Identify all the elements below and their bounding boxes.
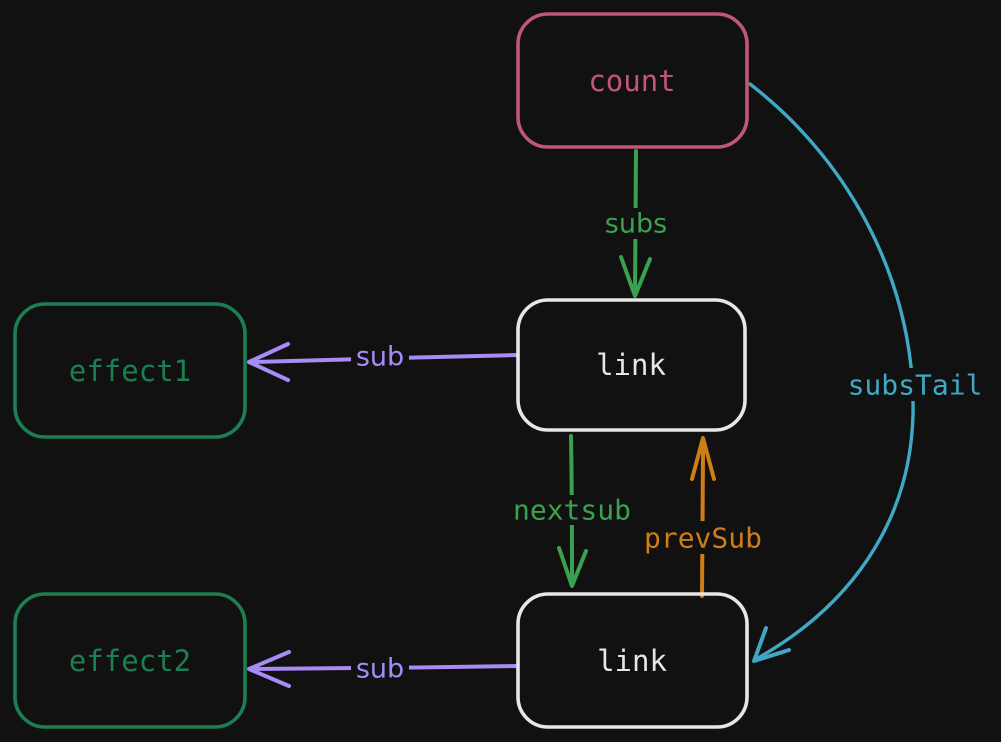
node-label: count <box>588 64 675 98</box>
edge-line <box>700 439 705 598</box>
node-box <box>13 592 247 729</box>
edge-nextsub[interactable]: nextsub <box>507 434 637 588</box>
node-box <box>516 592 749 729</box>
edge-label: sub <box>356 654 404 685</box>
edge-label: nextsub <box>513 494 631 527</box>
node-effect1[interactable]: effect1 <box>13 302 247 439</box>
edge-label-bg <box>843 368 988 401</box>
edge-label-bg <box>507 495 637 525</box>
node-label: link <box>597 644 667 678</box>
edge-label: subsTail <box>848 369 983 402</box>
node-link-top[interactable]: link <box>516 298 747 432</box>
edge-label-bg <box>351 654 409 683</box>
edge-line <box>748 82 915 660</box>
edge-subs[interactable]: subs <box>598 149 674 298</box>
node-count[interactable]: count <box>516 12 749 149</box>
edge-label: prevSub <box>644 522 762 555</box>
edge-sub-link2-effect2[interactable]: sub <box>247 650 519 688</box>
edge-label: sub <box>356 342 404 373</box>
node-link-bottom[interactable]: link <box>516 592 749 729</box>
arrowhead-left-icon <box>247 342 290 382</box>
arrowhead-left-icon <box>247 650 291 688</box>
edge-prevsub[interactable]: prevSub <box>638 436 768 598</box>
node-label: link <box>596 348 666 382</box>
edge-label-bg <box>638 521 768 554</box>
arrowhead-down-icon <box>619 255 652 298</box>
arrowhead-up-icon <box>690 436 716 481</box>
node-box <box>516 298 747 432</box>
arrowhead-down-icon <box>557 546 588 588</box>
edge-subs-tail[interactable]: subsTail <box>748 82 988 663</box>
arrowhead-down-left-icon <box>752 626 791 663</box>
node-box <box>13 302 247 439</box>
node-label: effect2 <box>69 644 191 678</box>
edge-label-bg <box>598 208 674 239</box>
edge-label-bg <box>351 342 409 371</box>
edge-label: subs <box>605 209 667 240</box>
node-label: effect1 <box>69 354 191 388</box>
edge-sub-link1-effect1[interactable]: sub <box>247 342 519 382</box>
node-effect2[interactable]: effect2 <box>13 592 247 729</box>
node-box <box>516 12 749 149</box>
